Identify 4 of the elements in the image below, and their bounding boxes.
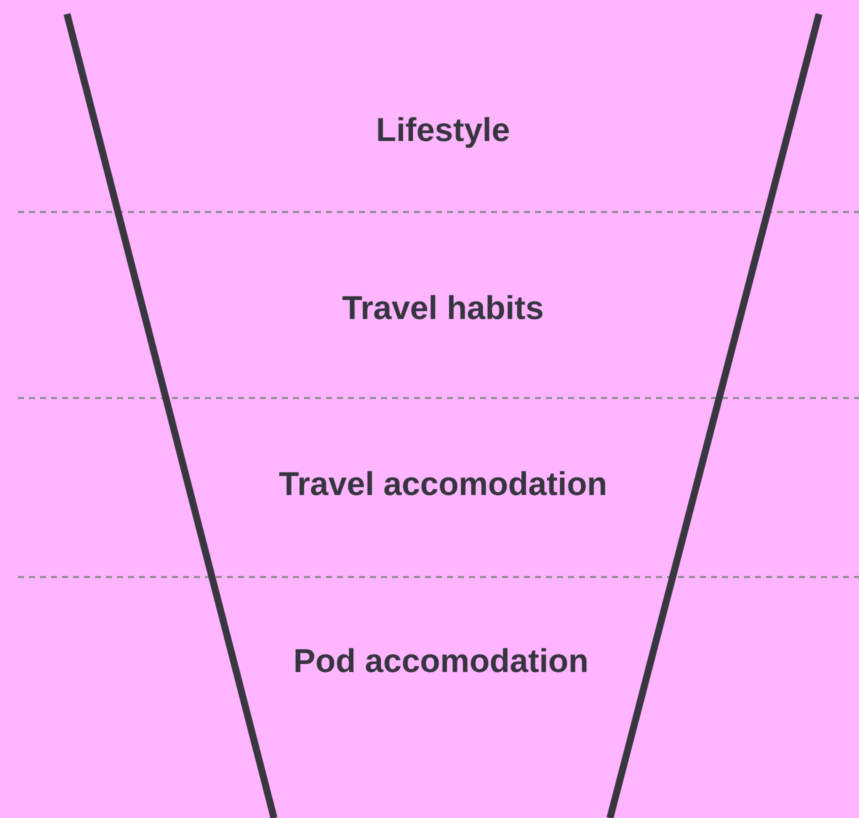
stage-label: Travel habits [342,289,544,327]
stage-label: Pod accomodation [293,642,589,680]
stage-label: Lifestyle [376,111,510,149]
stage-label: Travel accomodation [278,465,608,503]
